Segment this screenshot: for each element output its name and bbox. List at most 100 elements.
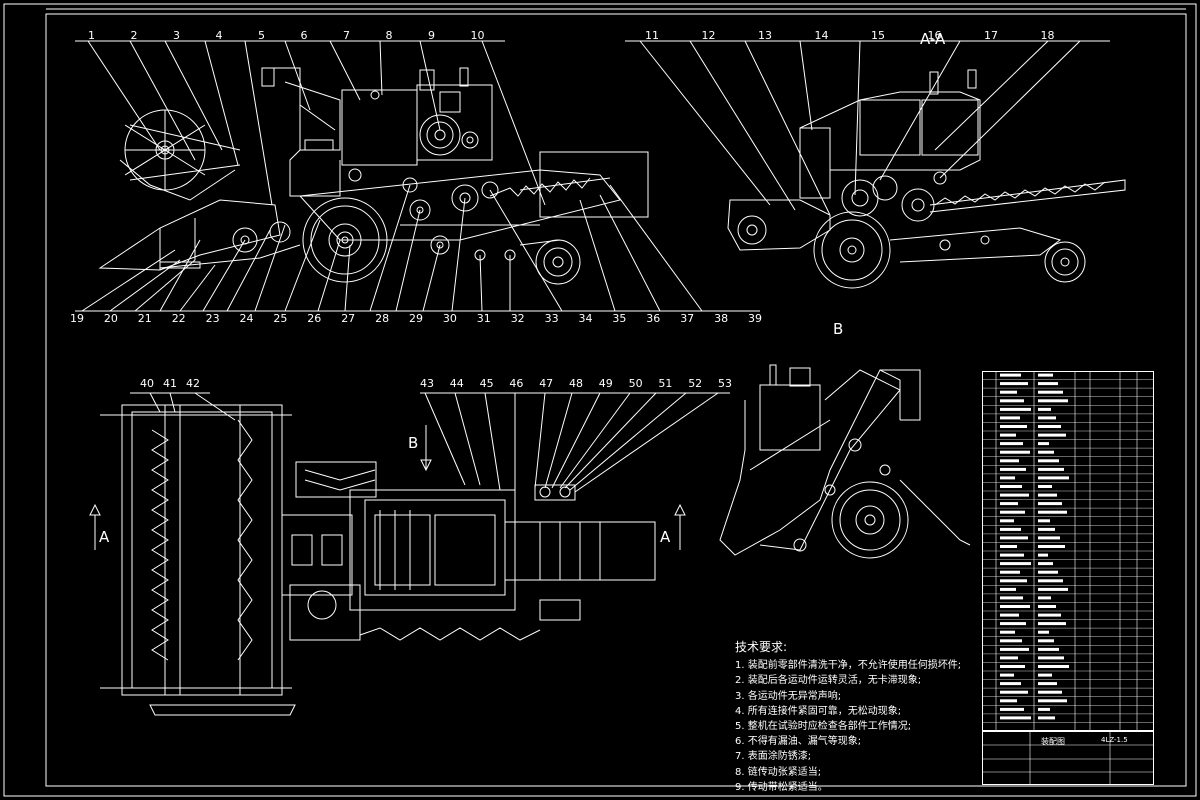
callout-38: 38	[714, 312, 729, 325]
callout-19: 19	[70, 312, 84, 325]
callout-16: 16	[927, 29, 942, 42]
bom-entry-mark	[1038, 382, 1058, 386]
bom-entry-mark	[1000, 450, 1030, 454]
callout-51: 51	[658, 377, 673, 390]
bom-entry-mark	[1000, 545, 1017, 548]
bom-entry-mark	[1000, 647, 1029, 651]
note-line: 8. 链传动张紧适当;	[735, 766, 822, 778]
bom-entry-mark	[1038, 502, 1062, 506]
bom-entry-mark	[1038, 656, 1064, 660]
bom-entry-mark	[1000, 707, 1024, 711]
callout-23: 23	[205, 312, 220, 325]
note-line: 1. 装配前零部件清洗干净，不允许使用任何损坏件;	[735, 660, 962, 672]
callout-47: 47	[539, 377, 554, 390]
bom-entry-mark	[1038, 639, 1054, 643]
bom-entry-mark	[1038, 425, 1061, 428]
bom-entry-mark	[1038, 630, 1049, 634]
callout-28: 28	[375, 312, 390, 325]
bom-fills	[1000, 373, 1069, 720]
bom-entry-mark	[1038, 605, 1056, 608]
callout-21: 21	[137, 312, 152, 325]
bom-entry-mark	[1000, 639, 1022, 643]
bom-entry-mark	[1038, 716, 1055, 720]
bom-entry-mark	[1000, 459, 1019, 463]
bom-entry-mark	[1000, 433, 1016, 437]
bom-entry-mark	[1000, 493, 1029, 497]
bom-entry-mark	[1000, 399, 1024, 403]
bom-entry-mark	[1000, 476, 1015, 480]
callout-25: 25	[273, 312, 288, 325]
technical-notes-title: 技术要求:	[735, 640, 788, 654]
bom-entry-mark	[1000, 416, 1020, 420]
title-block: 装配图 4LZ-1.5	[982, 731, 1154, 785]
bom-entry-mark	[1038, 527, 1055, 531]
callout-10: 10	[470, 29, 485, 42]
section-mark-a-left: A	[99, 528, 110, 546]
callout-35: 35	[612, 312, 627, 325]
callout-50: 50	[628, 377, 643, 390]
bom-entry-mark	[1038, 485, 1052, 488]
bom-entry-mark	[1000, 605, 1030, 608]
callout-41: 41	[163, 377, 177, 390]
note-line: 4. 所有连接件紧固可靠，无松动现象;	[735, 705, 902, 717]
callout-30: 30	[442, 312, 457, 325]
view-b-arrow-label: B	[408, 434, 419, 452]
callout-14: 14	[814, 29, 829, 42]
drawing-code: 4LZ-1.5	[1101, 736, 1128, 744]
bom-entry-mark	[1038, 545, 1065, 548]
bom-entry-mark	[1038, 707, 1050, 711]
bom-rows	[982, 379, 1154, 723]
bom-entry-mark	[1038, 399, 1068, 403]
bom-entry-mark	[1000, 716, 1031, 720]
callout-31: 31	[476, 312, 491, 325]
bom-entry-mark	[1038, 407, 1051, 411]
callout-11: 11	[645, 29, 659, 42]
bom-entry-mark	[1000, 622, 1026, 626]
bom-entry-mark	[1038, 416, 1056, 420]
callout-37: 37	[680, 312, 695, 325]
callout-53: 53	[718, 377, 732, 390]
bom-entry-mark	[1000, 382, 1028, 386]
parts-list-table	[982, 371, 1154, 731]
title-block-grid	[982, 731, 1154, 785]
bom-entry-mark	[1038, 613, 1061, 617]
callout-43: 43	[420, 377, 434, 390]
callout-22: 22	[171, 312, 186, 325]
main-top-leaders	[75, 40, 546, 206]
view-b-title: B	[833, 320, 844, 338]
bom-entry-mark	[1000, 613, 1019, 617]
bom-entry-mark	[1038, 587, 1068, 591]
callout-34: 34	[578, 312, 593, 325]
side-elevation-view	[98, 67, 649, 285]
note-line: 5. 整机在试验时应检查各部件工作情况;	[735, 721, 912, 733]
plan-leaders	[89, 392, 730, 550]
note-line: 6. 不得有漏油、漏气等现象;	[735, 736, 862, 748]
callout-2: 2	[130, 29, 138, 42]
drawing-name: 装配图	[1041, 737, 1065, 746]
bom-entry-mark	[1000, 699, 1017, 703]
bom-entry-mark	[1038, 442, 1049, 446]
plan-view	[100, 404, 656, 716]
callout-7: 7	[343, 29, 350, 42]
callout-6: 6	[300, 29, 308, 42]
callout-27: 27	[341, 312, 356, 325]
bom-entry-mark	[1038, 373, 1053, 377]
bom-entry-mark	[1000, 682, 1021, 686]
bom-entry-mark	[1038, 467, 1064, 471]
callout-26: 26	[307, 312, 322, 325]
section-aa-view	[727, 69, 1126, 289]
bom-entry-mark	[1000, 630, 1015, 634]
bom-entry-mark	[1000, 553, 1024, 557]
bom-entry-mark	[1038, 622, 1066, 626]
note-line: 7. 表面涂防锈漆;	[735, 751, 812, 763]
bom-entry-mark	[1000, 536, 1028, 540]
callout-8: 8	[385, 29, 393, 42]
bom-entry-mark	[1038, 390, 1063, 394]
technical-notes: 技术要求: 1. 装配前零部件清洗干净，不允许使用任何损坏件;2. 装配后各运动…	[735, 640, 970, 795]
bom-entry-mark	[1038, 579, 1063, 583]
callout-32: 32	[510, 312, 525, 325]
section-title-aa: A-A	[920, 30, 946, 48]
bom-entry-mark	[1038, 562, 1053, 566]
callout-45: 45	[479, 377, 494, 390]
